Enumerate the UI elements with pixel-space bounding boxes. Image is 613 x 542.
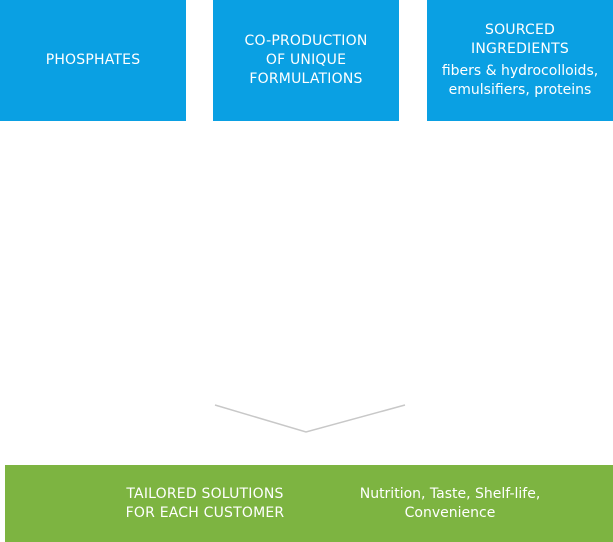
phosphates-box: PHOSPHATES <box>0 0 186 121</box>
tailored-solutions-bar: TAILORED SOLUTIONS FOR EACH CUSTOMER Nut… <box>5 465 613 542</box>
co-production-title: CO-PRODUCTION OF UNIQUE FORMULATIONS <box>244 33 368 87</box>
sourced-ingredients-title: SOURCED INGREDIENTS <box>471 22 569 57</box>
sourced-ingredients-subtitle: fibers & hydrocolloids, emulsifiers, pro… <box>441 63 599 98</box>
co-production-box: CO-PRODUCTION OF UNIQUE FORMULATIONS <box>213 0 399 121</box>
phosphates-title: PHOSPHATES <box>45 52 141 68</box>
benefits-label: Nutrition, Taste, Shelf-life, Convenienc… <box>359 485 541 521</box>
sourced-ingredients-box: SOURCED INGREDIENTS fibers & hydrocolloi… <box>427 0 613 121</box>
tailored-solutions-label: TAILORED SOLUTIONS FOR EACH CUSTOMER <box>125 485 285 521</box>
merge-chevron-line <box>214 404 406 433</box>
